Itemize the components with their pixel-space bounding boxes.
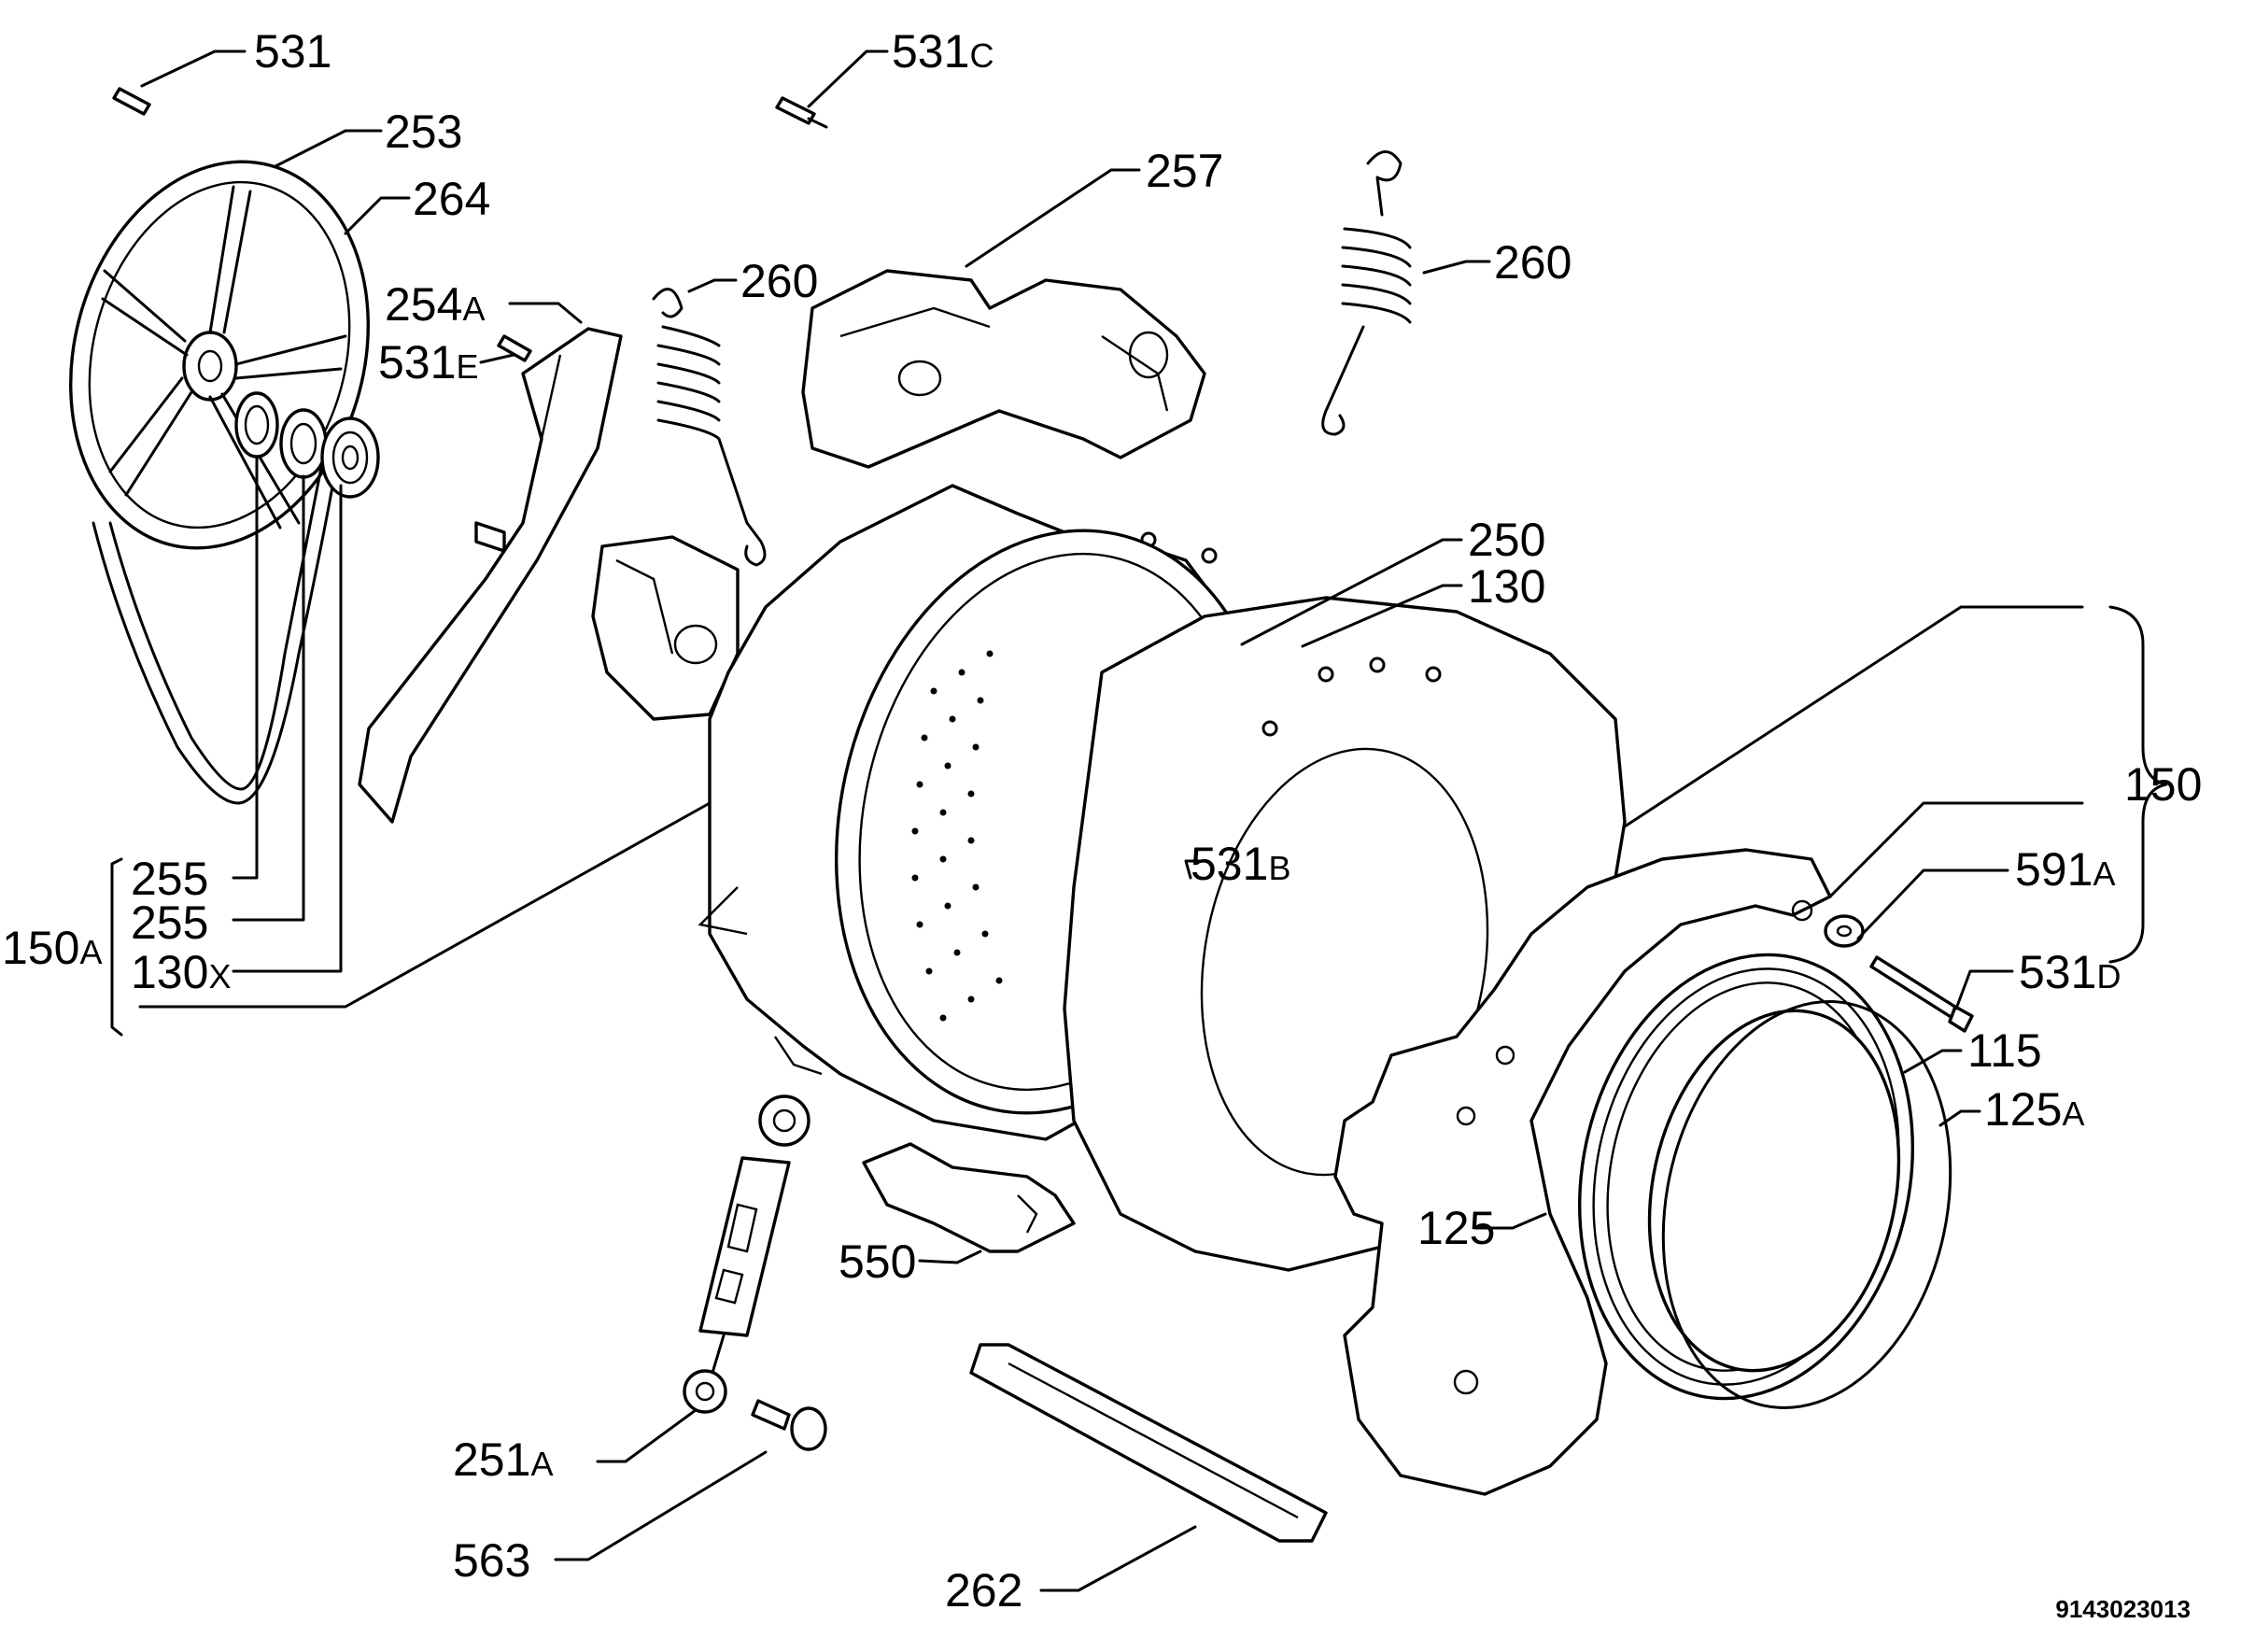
callout-150a: 150A xyxy=(2,922,102,974)
support-rail-part xyxy=(969,1343,1328,1543)
callout-250: 250 xyxy=(1468,514,1545,566)
callout-262: 262 xyxy=(945,1564,1022,1617)
drive-belt-part xyxy=(92,437,343,805)
callout-251a: 251A xyxy=(453,1433,553,1486)
callout-125: 125 xyxy=(1417,1202,1495,1254)
callout-150: 150 xyxy=(2124,758,2202,811)
callout-260-left: 260 xyxy=(740,255,818,307)
callout-254a: 254A xyxy=(385,278,485,331)
callout-550: 550 xyxy=(839,1235,916,1288)
document-number: 9143023013 xyxy=(2055,1595,2191,1623)
callout-255-lower: 255 xyxy=(131,897,208,949)
callout-591a: 591A xyxy=(2015,843,2115,896)
leader-lines xyxy=(110,49,2168,1592)
shock-absorber-part xyxy=(683,1094,810,1414)
side-counterweight-part xyxy=(591,535,740,721)
callout-260-right: 260 xyxy=(1494,236,1572,289)
washer-bolt-parts xyxy=(1824,914,1974,1033)
door-seal-part xyxy=(1577,953,1915,1401)
callout-257: 257 xyxy=(1146,145,1223,197)
callout-115: 115 xyxy=(1967,1024,2042,1077)
callout-563: 563 xyxy=(453,1534,530,1587)
callout-531e: 531E xyxy=(378,336,478,388)
heater-bracket-part xyxy=(862,1142,1076,1253)
callout-253: 253 xyxy=(385,106,462,158)
bearing-seal-parts xyxy=(234,391,380,499)
callout-130x: 130X xyxy=(131,946,231,998)
callout-531d: 531D xyxy=(2019,946,2121,998)
callout-531b: 531B xyxy=(1191,838,1290,890)
upper-counterweight-part xyxy=(801,269,1206,469)
callout-125a: 125A xyxy=(1984,1083,2084,1136)
mounting-bolt-part xyxy=(751,1399,827,1451)
spring-left-part xyxy=(652,288,767,567)
callout-130: 130 xyxy=(1468,560,1545,613)
screw-parts xyxy=(112,87,828,362)
callout-531c: 531C xyxy=(892,25,994,78)
spring-right-part xyxy=(1321,150,1412,436)
callout-255-upper: 255 xyxy=(131,853,208,905)
callout-264: 264 xyxy=(413,173,490,225)
drum-perforations xyxy=(911,650,1003,1022)
callout-531: 531 xyxy=(254,25,331,78)
clamp-ring-part xyxy=(1661,1000,1952,1409)
pulley-part xyxy=(69,160,370,550)
front-counterweight-part xyxy=(1333,848,1832,1496)
drum-spider-arm-part xyxy=(358,327,623,824)
